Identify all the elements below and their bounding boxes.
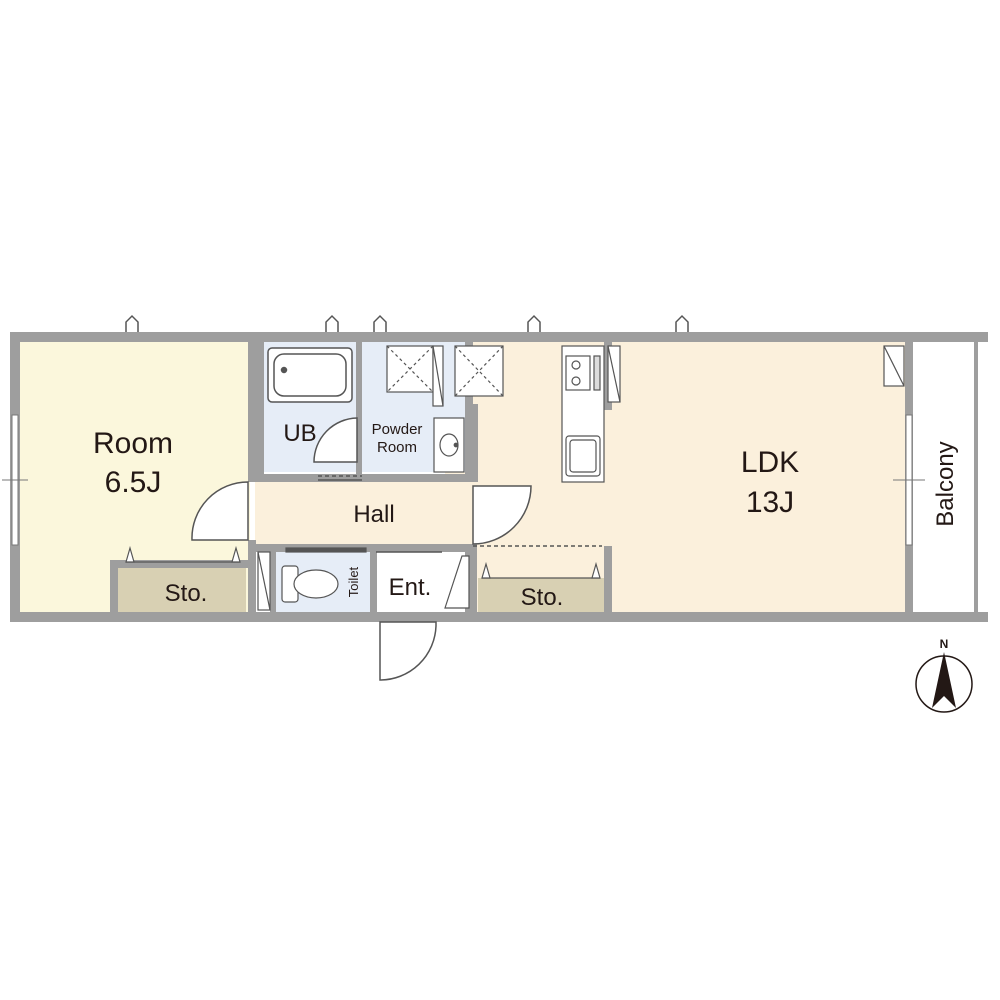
toilet-label: Toilet	[346, 566, 361, 597]
sliding-doors	[318, 475, 602, 553]
entrance-label: Ent.	[389, 574, 432, 601]
toilet-icon	[281, 547, 367, 603]
room-label: Room	[93, 427, 173, 460]
ub-label: UB	[283, 420, 316, 447]
storage-left-floor	[118, 568, 246, 612]
ldk-size: 13J	[746, 486, 794, 519]
storage-right-floor	[478, 578, 604, 612]
storage-right-label: Sto.	[521, 584, 564, 611]
compass-north-label: N	[940, 637, 949, 651]
storage-left-label: Sto.	[165, 580, 208, 607]
wash-basin-icon	[433, 417, 465, 473]
storage-shelf-lines	[125, 545, 601, 579]
room-size: 6.5J	[105, 466, 162, 499]
ldk-floor	[445, 342, 905, 612]
kitchen-counter-icon	[561, 345, 605, 483]
door-entrance[interactable]	[379, 621, 437, 681]
door-room[interactable]	[191, 481, 249, 541]
door-ub[interactable]	[313, 417, 358, 463]
balcony-label: Balcony	[932, 441, 959, 526]
compass: N	[915, 637, 973, 713]
hall-label: Hall	[353, 501, 394, 528]
washing-machine-pan-icon	[386, 345, 434, 393]
hall-floor	[255, 482, 470, 544]
powder-room-label-line1: Powder	[372, 421, 423, 438]
refrigerator-space-icon	[454, 345, 504, 397]
door-ldk[interactable]	[472, 485, 532, 545]
vent-icons	[125, 314, 689, 332]
balcony-floor	[913, 342, 979, 612]
ldk-label: LDK	[741, 446, 799, 479]
north-arrow-icon	[932, 652, 956, 708]
powder-room-label-line2: Room	[377, 439, 417, 456]
bathtub-icon	[267, 347, 353, 403]
shoe-shelf-icon	[257, 345, 905, 611]
